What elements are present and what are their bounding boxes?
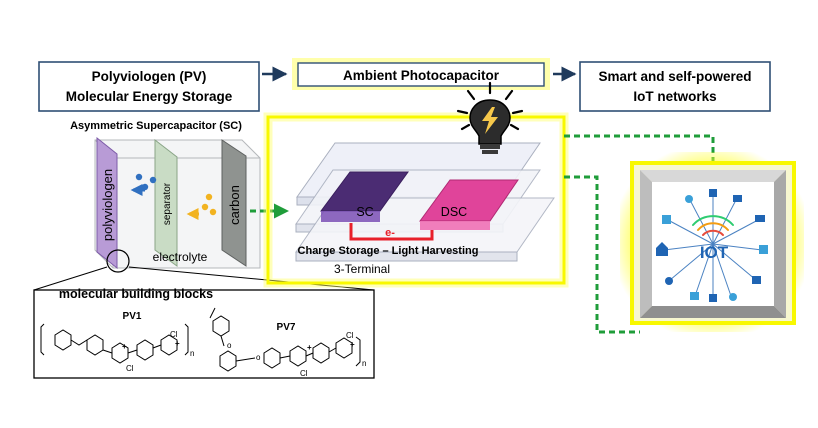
pv1-charge-b: +: [175, 339, 180, 348]
iot-label: IOT: [700, 243, 729, 262]
pv1-charge-a: +: [122, 342, 127, 351]
pv7-oxygen-a: o: [227, 341, 232, 350]
pv7-charge-a: +: [307, 343, 312, 352]
electron-label: e-: [385, 227, 395, 239]
pv1-chloride-b: Cl: [170, 330, 178, 339]
polyviologen-electrode: [96, 136, 118, 270]
carbon-label: carbon: [227, 185, 242, 225]
electrolyte-label: electrolyte: [153, 250, 208, 264]
separator-label: separator: [162, 182, 173, 225]
pv7-charge-b: +: [350, 340, 355, 349]
pv7-label: PV7: [277, 322, 296, 333]
header-photocapacitor-box: Ambient Photocapacitor: [292, 58, 550, 90]
zoom-line-left: [33, 266, 108, 291]
electron-wire: [349, 223, 434, 241]
iot-panel: IOT: [620, 152, 804, 332]
carbon-electrode: [221, 139, 247, 267]
header-pv-line2: Molecular Energy Storage: [66, 89, 233, 104]
dashed-link-bottom-to-iot: [564, 175, 640, 334]
header-iot-line2: IoT networks: [633, 89, 716, 104]
photocap-highlight-frame: [266, 115, 566, 285]
pv7-chloride-b: Cl: [346, 331, 354, 340]
pv1-repeat-n: n: [190, 349, 194, 358]
wifi-icon: [692, 215, 734, 236]
header-pv-line1: Polyviologen (PV): [92, 69, 207, 84]
pv1-chloride: Cl: [126, 364, 134, 373]
iot-device-icons: [656, 189, 768, 302]
dsc-film-label: DSC: [441, 205, 467, 219]
molecular-building-blocks-panel: molecular building blocks PV1 PV7 Cl + C…: [33, 287, 375, 379]
pv1-structure: [40, 323, 189, 364]
zoom-line-right: [128, 266, 375, 291]
header-iot-box: Smart and self-powered IoT networks: [579, 61, 771, 112]
header-pv-box: Polyviologen (PV) Molecular Energy Stora…: [38, 61, 260, 112]
header-photocapacitor-label: Ambient Photocapacitor: [343, 68, 500, 83]
supercapacitor-title: Asymmetric Supercapacitor (SC): [70, 120, 242, 132]
polyviologen-label: polyviologen: [100, 169, 115, 241]
molecules-title: molecular building blocks: [59, 287, 213, 301]
sc-film-label: SC: [356, 205, 373, 219]
light-bulb-icon: [456, 81, 524, 154]
separator-membrane: [154, 138, 178, 267]
pv7-oxygen-b: o: [256, 353, 261, 362]
pv1-label: PV1: [123, 311, 142, 322]
magnifier-circle: [106, 249, 130, 273]
pv7-chloride: Cl: [300, 369, 308, 378]
photocap-caption: Charge Storage – Light Harvesting: [298, 245, 479, 257]
anion-dots: [130, 173, 157, 196]
supercapacitor-cell: polyviologen separator carbon electrolyt…: [94, 136, 261, 270]
three-terminal-label: 3-Terminal: [334, 262, 390, 276]
header-iot-line1: Smart and self-powered: [598, 69, 751, 84]
cation-dots: [186, 193, 217, 220]
pv7-structure: [209, 307, 361, 372]
photocapacitor-device: SC DSC e-: [295, 142, 555, 262]
pv7-repeat-n: n: [362, 359, 366, 368]
